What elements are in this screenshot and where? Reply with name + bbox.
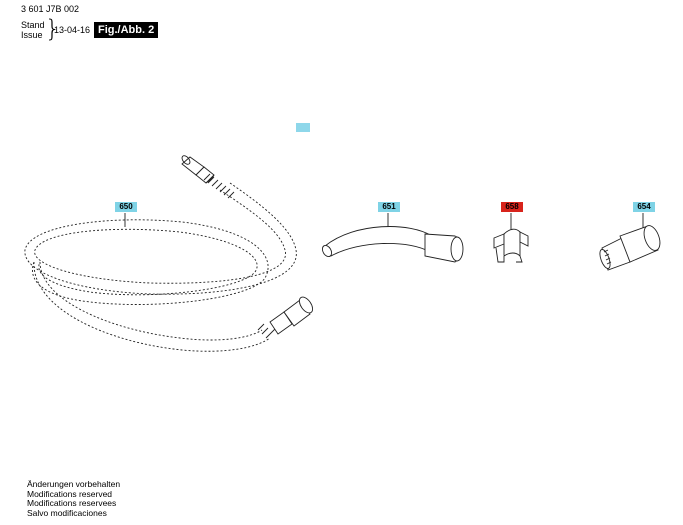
issue-date: 13-04-16	[54, 25, 91, 35]
part-number: 3 601 J7B 002	[21, 4, 80, 14]
footer-line-en: Modifications reserved	[27, 488, 113, 499]
issue-label: Issue	[21, 30, 43, 40]
part-tag-651[interactable]: 651	[378, 202, 400, 212]
footer-line-es: Salvo modificaciones	[27, 507, 107, 518]
bend-pipe-651	[321, 226, 464, 263]
part-tag-658[interactable]: 658	[501, 202, 523, 212]
stand-label: Stand	[21, 20, 45, 30]
part-tag-654[interactable]: 654	[633, 202, 655, 212]
adapter-654	[599, 225, 661, 271]
part-tag-650[interactable]: 650	[115, 202, 137, 212]
brace-icon: }	[45, 15, 61, 43]
clip-658	[493, 228, 529, 263]
hose-650	[24, 155, 314, 352]
hose-top-cuff	[181, 155, 235, 199]
footer-notes: Änderungen vorbehalten Modifications res…	[27, 479, 121, 518]
footer-line-de: Änderungen vorbehalten	[27, 479, 121, 489]
highlight-marker	[296, 123, 310, 132]
figure-label: Fig./Abb. 2	[94, 22, 159, 38]
hose-bottom-cuff	[257, 296, 314, 339]
footer-line-fr: Modifications reservees	[27, 498, 117, 509]
